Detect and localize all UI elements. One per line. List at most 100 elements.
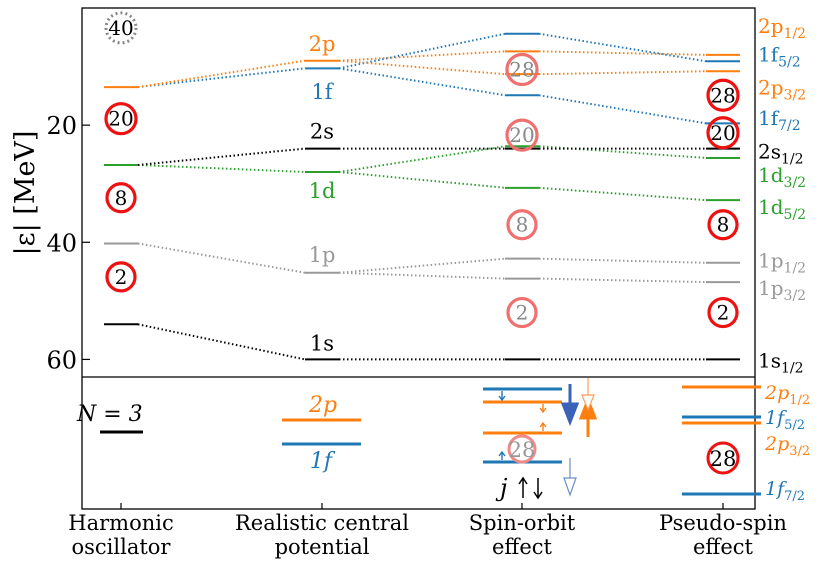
inset-n-label: N = 3: [76, 402, 143, 427]
connection-line: [538, 186, 707, 202]
stage-label-ho: Harmonic: [68, 511, 173, 535]
stage-label-so-line2: effect: [492, 535, 553, 559]
orbital-subscript: 5/2: [784, 207, 807, 223]
magic-number-text: 28: [710, 83, 735, 107]
magic-number-circle: [706, 78, 740, 112]
j-up-arrow-icon: [518, 476, 528, 498]
orbital-label-2p-1-2: 2p1/2: [758, 14, 806, 42]
magic-number-circle: [505, 52, 539, 87]
stage-label-ps: Pseudo-spin: [659, 511, 787, 535]
inset-ps-magic-28: [706, 441, 740, 475]
y-axis-label: |ε| [MeV]: [10, 131, 41, 256]
orbital-subscript: 5/2: [778, 55, 801, 71]
inset-so-magic-28: [507, 434, 537, 464]
level-label-1f: 1f: [311, 80, 334, 104]
connection-line: [338, 271, 506, 280]
level-label-2s: 2s: [310, 119, 334, 143]
magic-number-circle: [105, 182, 137, 214]
level-labels: 2p 1f 2s 1d 1p 1s: [309, 32, 336, 355]
connection-line: [137, 323, 306, 361]
spin-down-arrow-icon: [539, 404, 547, 414]
right-side-labels: 2p1/21f5/22p3/21f7/22s1/21d3/21d5/21p1/2…: [758, 14, 806, 376]
magic-number-text: 2: [516, 301, 529, 325]
connection-line: [338, 145, 506, 173]
connection-line: [137, 147, 306, 166]
inset-ps-magic-text: 28: [710, 447, 737, 471]
magic-number-text: 28: [509, 58, 534, 82]
orbital-subscript: 1/2: [781, 151, 804, 167]
magic-number-text: 20: [108, 107, 133, 131]
orbital-subscript: 1/2: [784, 26, 807, 42]
orbital-label-1s-1-2: 1s1/2: [758, 348, 804, 376]
inset-orbital-label-2p-3-2: 2p3/2: [764, 433, 810, 459]
level-label-1d: 1d: [309, 179, 336, 203]
orbital-subscript: 3/2: [784, 288, 807, 304]
magic-number-text: 40: [108, 16, 133, 40]
y-tick-label: 60: [46, 346, 77, 374]
connection-line: [338, 257, 506, 274]
magic-number-circle: [706, 116, 740, 150]
magic-number-circle: [105, 261, 137, 293]
connection-line: [538, 50, 707, 56]
magic-number-text: 2: [717, 301, 730, 325]
orbital-label-1p-1-2: 1p1/2: [758, 248, 806, 276]
magic-number-text: 8: [115, 186, 128, 210]
magic-number-circle: [707, 296, 739, 329]
magic-number-circle: [104, 11, 138, 45]
connection-line: [538, 277, 707, 284]
inset-orbital-label-1f-7-2: 1f7/2: [765, 478, 805, 504]
stage-label-ps-line2: effect: [693, 535, 754, 559]
orbital-label-2p-3-2: 2p3/2: [758, 75, 806, 103]
level-label-2p: 2p: [309, 32, 336, 56]
inset-so-magic-text: 28: [509, 438, 536, 462]
stage-label-so: Spin-orbit: [469, 511, 576, 535]
y-tick-label: 40: [46, 229, 77, 257]
magic-number-text: 8: [516, 213, 529, 237]
connection-line: [137, 163, 306, 173]
y-tick-label: 20: [46, 112, 77, 140]
hollow-down-arrow-icon: [563, 458, 577, 497]
spin-up-arrow-icon: [498, 450, 506, 460]
orbital-subscript: 7/2: [784, 489, 805, 504]
inset-panel: N = 3 2p 1f j 28 28 2p1: [76, 378, 810, 504]
inset-orbital-label-2p-1-2: 2p1/2: [764, 382, 810, 408]
orbital-subscript: 1/2: [789, 393, 810, 408]
connection-line: [338, 32, 506, 70]
magic-number-circle: [104, 102, 138, 136]
magic-number-text: 20: [710, 121, 735, 145]
magic-number-circle: [506, 209, 538, 241]
connection-line: [338, 67, 506, 97]
orbital-subscript: 3/2: [784, 175, 807, 191]
connection-line: [538, 70, 707, 76]
inset-j-label: j: [495, 474, 508, 502]
orbital-subscript: 7/2: [778, 118, 801, 134]
level-label-1p: 1p: [309, 243, 336, 267]
plot-frame: [81, 7, 756, 510]
stage-label-real-line2: potential: [275, 535, 370, 559]
orbital-subscript: 3/2: [784, 87, 807, 103]
magic-number-circle: [505, 118, 539, 152]
connection-lines: [137, 32, 707, 361]
hollow-down-arrow-icon: [581, 378, 595, 412]
orbital-subscript: 1/2: [781, 360, 804, 376]
stage-label-real: Realistic central: [235, 511, 409, 535]
connection-line: [137, 67, 306, 89]
connection-line: [538, 94, 707, 125]
connection-line: [137, 242, 306, 274]
magic-number-circle: [707, 209, 739, 241]
orbital-subscript: 1/2: [784, 260, 807, 276]
inset-orbital-label-1f-5-2: 1f5/2: [765, 407, 805, 433]
magic-number-circle: [506, 296, 538, 329]
level-label-1s: 1s: [310, 331, 334, 355]
magic-number-text: 2: [115, 265, 128, 289]
magic-number-text: 8: [717, 213, 730, 237]
connection-line: [137, 59, 306, 89]
level-shift-down-arrow-icon: [560, 384, 580, 427]
orbital-label-1d-5-2: 1d5/2: [758, 195, 806, 223]
orbital-label-1f-5-2: 1f5/2: [758, 43, 801, 71]
connection-line: [538, 257, 707, 264]
connection-line: [538, 32, 707, 63]
